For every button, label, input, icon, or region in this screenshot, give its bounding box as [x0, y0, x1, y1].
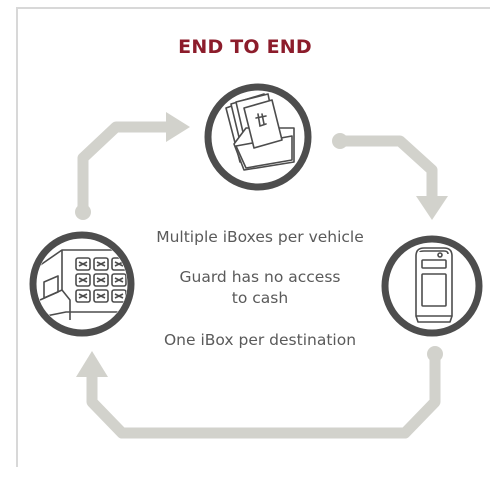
- caption-guard-line1: Guard has no access: [179, 268, 341, 286]
- arrow-head-to-top: [166, 112, 190, 142]
- arrow-left-to-top: [77, 121, 174, 217]
- caption-one-ibox: One iBox per destination: [163, 331, 357, 349]
- frame-left-border: [16, 7, 18, 467]
- arrow-head-to-left: [76, 351, 108, 377]
- arrow-dot-top-start: [332, 133, 348, 149]
- ibox-unit-icon: [381, 235, 483, 337]
- vehicle-iboxes-icon: [29, 231, 135, 337]
- diagram-title: END TO END: [178, 36, 312, 58]
- caption-guard-line2: to cash: [231, 289, 289, 307]
- flow-arrows: [75, 112, 448, 439]
- frame-top-border: [17, 7, 490, 9]
- arrow-dot-right-start: [427, 346, 443, 362]
- arrow-head-to-right: [416, 196, 448, 220]
- cash-bundle-icon: [204, 83, 312, 191]
- arrow-top-to-right: [334, 135, 438, 204]
- caption-multiple-iboxes: Multiple iBoxes per vehicle: [156, 228, 364, 246]
- arrow-right-to-left: [86, 349, 441, 439]
- arrow-dot-left-start: [75, 204, 91, 220]
